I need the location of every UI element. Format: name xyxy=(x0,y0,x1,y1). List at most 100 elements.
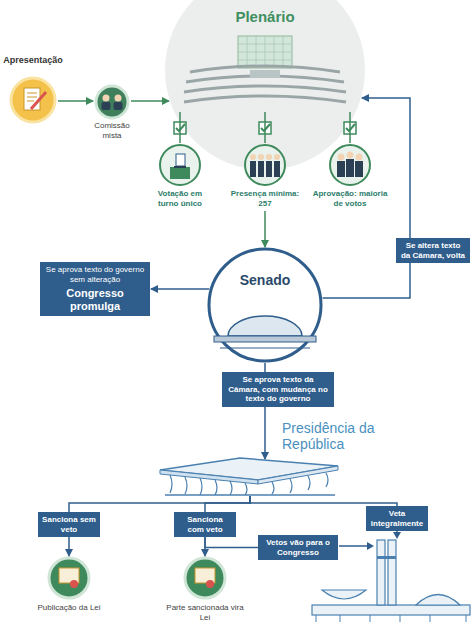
decision-box: Veta integralmente xyxy=(366,506,428,531)
committee-node: Comissão mista xyxy=(84,121,140,140)
approval-icon xyxy=(356,154,363,161)
presidency-node: Presidência da República xyxy=(282,420,402,452)
document-icon xyxy=(11,78,55,122)
certificate-icons xyxy=(206,580,214,588)
congress-illustration xyxy=(416,595,460,606)
palace-illustration xyxy=(160,458,338,495)
node-text: Presidência da República xyxy=(282,420,402,452)
committee-icon xyxy=(115,95,122,102)
connector xyxy=(205,496,250,512)
vote-icon xyxy=(160,145,200,185)
rule-item: Votação em turno único xyxy=(150,189,210,208)
node-text: Aprovação: maioria de votos xyxy=(312,189,388,208)
quorum-icon xyxy=(245,145,285,185)
committee-icon xyxy=(96,86,128,118)
decision-box: Sanciona sem veto xyxy=(38,512,100,537)
node-text: Plenário xyxy=(205,8,325,25)
node-text: Sanciona com veto xyxy=(178,515,232,534)
approval-icon xyxy=(347,152,354,159)
veto-box: Vetos vão para o Congresso xyxy=(258,535,338,560)
congress-illustration xyxy=(377,540,385,605)
node-text: Parte sancionada vira Lei xyxy=(160,603,250,622)
node-text: Presença mínima: 257 xyxy=(225,189,305,208)
connector xyxy=(69,496,250,512)
quorum-icon xyxy=(266,161,272,177)
approval-icon xyxy=(337,161,345,177)
senate-circle: Senado xyxy=(225,272,305,288)
congress-illustration xyxy=(312,605,470,615)
approval-icon xyxy=(330,145,370,185)
quorum-icon xyxy=(274,154,280,160)
quorum-icon xyxy=(266,154,272,160)
plenary-illustration xyxy=(250,70,280,78)
committee-icon xyxy=(103,95,110,102)
congress-illustration xyxy=(367,542,374,550)
senate-illustration xyxy=(220,348,310,349)
palace-illustration xyxy=(160,470,258,484)
connector xyxy=(250,496,397,506)
document-icon xyxy=(11,78,55,122)
approval-icon xyxy=(355,161,363,177)
document-icon xyxy=(31,92,46,109)
palace-illustration xyxy=(258,466,338,484)
vote-icon xyxy=(160,145,200,185)
committee-icon xyxy=(102,102,111,110)
plenary-circle: Plenário xyxy=(205,8,325,25)
certificate-icons xyxy=(70,580,78,588)
connector xyxy=(151,288,209,290)
senate-illustration xyxy=(209,249,321,361)
approval-icon xyxy=(330,145,370,185)
decision-box: Sanciona com veto xyxy=(174,512,236,537)
certificate-icons xyxy=(49,558,89,598)
committee-icon xyxy=(96,86,128,118)
node-text: Se aprova texto do governo sem alteração xyxy=(44,265,146,284)
node-text: Vetos vão para o Congresso xyxy=(262,538,334,557)
edge-label: Se altera texto da Câmara, volta xyxy=(396,238,470,263)
result-icon: Publicação da Lei xyxy=(29,603,109,613)
result-box: Se aprova texto do governo sem alteração… xyxy=(40,262,150,316)
plenary-illustration xyxy=(238,36,292,68)
node-text: Congresso promulga xyxy=(44,287,146,313)
vote-icon xyxy=(176,154,185,166)
node-text: Comissão mista xyxy=(84,121,140,140)
committee-icon xyxy=(114,102,123,110)
plenary-illustration xyxy=(238,36,292,68)
node-text: Publicação da Lei xyxy=(29,603,109,613)
connector xyxy=(58,100,93,102)
node-text: Apresentação xyxy=(0,55,66,66)
result-icon: Parte sancionada vira Lei xyxy=(160,603,250,622)
connector xyxy=(179,112,181,143)
vote-icon xyxy=(170,167,190,179)
quorum-icon xyxy=(258,161,264,177)
approval-icon xyxy=(338,154,345,161)
certificate-icons xyxy=(49,558,225,598)
connector xyxy=(205,537,258,548)
rule-item: Presença mínima: 257 xyxy=(225,189,305,208)
edge-label: Se aprova texto da Câmara, com mudança n… xyxy=(222,372,334,407)
node-text: Veta integralmente xyxy=(370,509,424,528)
node-text: Votação em turno único xyxy=(150,189,210,208)
connector xyxy=(349,112,351,143)
document-icon xyxy=(27,93,37,101)
connector xyxy=(68,537,70,556)
palace-illustration xyxy=(170,473,328,495)
vote-icon xyxy=(174,166,186,168)
start-icon: Apresentação xyxy=(0,55,66,66)
congress-illustration xyxy=(322,590,366,599)
plenary-illustration xyxy=(184,86,346,92)
senate-illustration xyxy=(214,336,316,342)
connector xyxy=(131,100,169,102)
connector xyxy=(264,112,266,143)
senate-illustration xyxy=(209,249,321,361)
congress-illustration xyxy=(388,540,396,605)
node-text: Sanciona sem veto xyxy=(42,515,96,534)
congress-illustration xyxy=(393,532,401,539)
congress-illustration xyxy=(316,615,466,622)
certificate-icons xyxy=(185,558,225,598)
palace-illustration xyxy=(165,494,335,496)
approval-icon xyxy=(346,159,354,177)
connector xyxy=(264,211,266,247)
